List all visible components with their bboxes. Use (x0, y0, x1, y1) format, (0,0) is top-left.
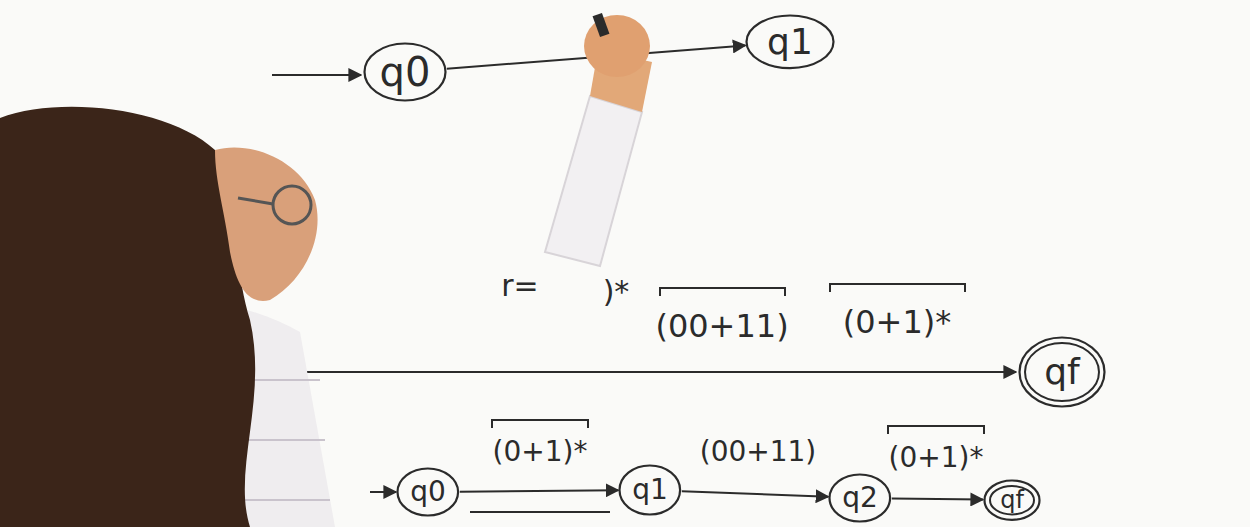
accept-ring (990, 486, 1034, 514)
state-name: qf (1044, 352, 1080, 392)
expression-text: (00+11) (652, 308, 791, 345)
state-name: q2 (842, 483, 878, 514)
state-ring (747, 16, 834, 69)
expression-text: (0+1)* (840, 304, 955, 341)
state-ring (830, 475, 891, 522)
expression-text: r= (498, 269, 541, 304)
sleeve (545, 96, 642, 266)
accept-state: qf (983, 479, 1041, 521)
transition-label: (0+1)* (886, 442, 987, 474)
state-name: q1 (767, 22, 813, 62)
state-circle: q0 (363, 42, 447, 102)
accept-ring (1025, 343, 1099, 401)
glasses-arm (238, 198, 273, 204)
state-name: qf (1000, 487, 1024, 513)
transition-label: (0+1)* (490, 436, 591, 468)
state-name: q0 (410, 477, 446, 508)
state-name: q1 (632, 475, 668, 506)
state-circle: q2 (828, 473, 892, 523)
over-bracket (830, 284, 965, 292)
state-ring (985, 480, 1040, 519)
transition-arrow (892, 498, 983, 499)
state-ring (620, 466, 681, 515)
expression-text: )* (600, 275, 633, 310)
marker-pen (593, 13, 610, 37)
state-ring (398, 469, 459, 516)
start-arrow (370, 491, 396, 493)
over-bracket (492, 420, 588, 428)
state-circle: q1 (618, 464, 682, 516)
accept-state: qf (1018, 336, 1106, 408)
start-arrow (272, 371, 1016, 373)
underline-stroke (470, 511, 610, 513)
state-ring (1020, 338, 1105, 407)
start-arrow (272, 74, 361, 76)
state-name: q0 (380, 50, 431, 94)
glasses (273, 186, 311, 224)
face (215, 147, 318, 300)
over-bracket (888, 426, 984, 434)
transition-arrow (682, 491, 828, 497)
state-ring (365, 44, 446, 101)
transition-arrow (460, 490, 618, 491)
hand (584, 15, 650, 77)
transition-label: (00+11) (697, 436, 820, 468)
state-circle: q0 (396, 467, 460, 517)
over-bracket (660, 288, 785, 296)
state-circle: q1 (745, 14, 835, 70)
